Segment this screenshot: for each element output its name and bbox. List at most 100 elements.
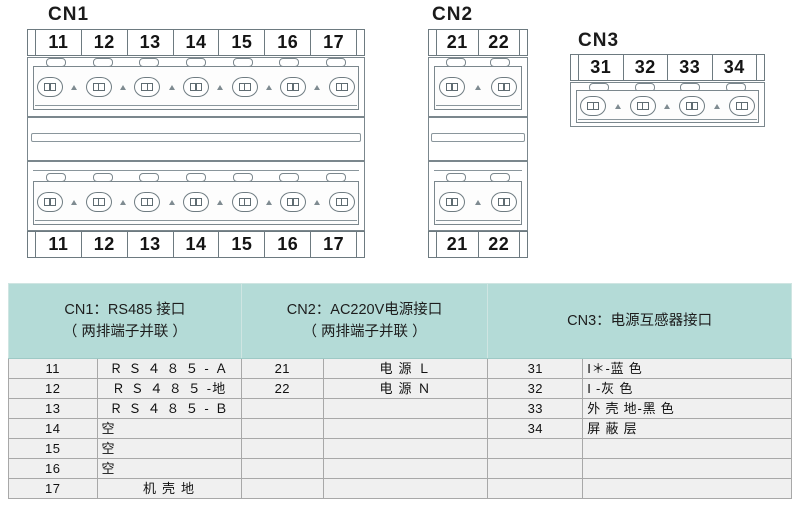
header-cn2-line2: （ 两排端子并联 ） [302,324,427,340]
cn1-lower-wave-rail [35,220,357,221]
terminal-number-11: 11 [36,232,82,257]
header-cn1-line1: CN1：RS485 接口 [64,301,186,318]
polarity-marker-icon [71,199,78,205]
screw-slot-icon [498,83,510,91]
connector-title-cn2: CN2 [432,4,474,25]
cell-empty [240,438,324,459]
polarity-marker-icon [168,84,175,90]
screw-terminal-icon [580,96,607,116]
cell-terminal-number: 21 [240,358,324,379]
cell-terminal-number: 31 [487,358,584,379]
cell-empty [582,458,792,479]
polarity-marker-icon [217,84,224,90]
cell-terminal-function: I＊-蓝 色 [582,358,792,379]
screw-slot-icon [498,198,510,206]
cn2-upper-screws [434,72,522,102]
screw-slot-icon [446,198,458,206]
connector-title-cn1: CN1 [48,4,90,25]
connector-title-cn3: CN3 [578,30,620,51]
terminal-number-15: 15 [219,30,266,55]
screw-terminal-icon [439,192,465,212]
terminal-number-14: 14 [174,30,220,55]
cell-terminal-number: 33 [487,398,584,419]
terminal-number-13: 13 [128,232,174,257]
cell-terminal-function: 机 壳 地 [96,478,242,499]
cell-empty [240,458,324,479]
screw-slot-icon [141,198,154,206]
terminal-number-14: 14 [174,232,220,257]
terminal-number-22: 22 [488,234,510,254]
screw-slot-icon [92,83,105,91]
screw-slot-icon [287,198,300,206]
screw-slot-icon [587,102,600,110]
cell-terminal-function: 空 [96,438,242,459]
screw-terminal-icon [134,77,161,97]
cn2-terminal-numbers-bottom: 21 22 [428,231,528,258]
cell-terminal-function: Ｒ Ｓ ４ ８ ５ -地 [96,378,242,399]
screw-slot-icon [335,83,348,91]
cell-terminal-number: 32 [487,378,584,399]
screw-terminal-icon [182,77,209,97]
terminal-number-33: 33 [668,55,713,80]
cell-empty [322,438,489,459]
terminal-number-16: 16 [265,232,312,257]
screw-slot-icon [189,83,202,91]
cell-empty [322,398,489,419]
screw-terminal-icon [280,77,307,97]
cell-empty [322,478,489,499]
cell-terminal-number: 11 [8,358,98,379]
cell-terminal-function: 电 源 Ｎ [322,378,489,399]
cn2-upper-wave-rail [436,105,520,106]
cn3-screws [576,93,759,119]
polarity-marker-icon [314,84,321,90]
terminal-number-21: 21 [437,232,479,257]
cn1-upper-wave-rail [35,105,357,106]
screw-terminal-icon [328,192,355,212]
screw-terminal-icon [85,192,112,212]
header-cn2-line1: CN2：AC220V电源接口 [286,301,443,318]
cell-empty [582,478,792,499]
polarity-marker-icon [664,103,671,109]
cn1-lower-screws [33,187,359,217]
cell-terminal-number: 15 [8,438,98,459]
cell-terminal-number: 14 [8,418,98,439]
polarity-marker-icon [475,84,481,90]
screw-terminal-icon [231,192,258,212]
cell-terminal-number: 22 [240,378,324,399]
screw-terminal-icon [328,77,355,97]
terminal-number-17: 17 [323,32,345,52]
polarity-marker-icon [120,199,127,205]
terminal-number-17: 17 [323,234,345,254]
polarity-marker-icon [71,84,78,90]
polarity-marker-icon [168,199,175,205]
screw-terminal-icon [85,77,112,97]
terminal-number-16: 16 [265,30,312,55]
cell-empty [240,478,324,499]
header-group-cn3: CN3：电源互感器接口 [487,283,792,359]
cell-terminal-number: 13 [8,398,98,419]
screw-terminal-icon [491,192,517,212]
screw-slot-icon [238,83,251,91]
screw-slot-icon [189,198,202,206]
terminal-number-15: 15 [219,232,266,257]
terminal-number-12: 12 [82,232,128,257]
screw-terminal-icon [491,77,517,97]
cell-empty [240,418,324,439]
cell-empty [240,398,324,419]
screw-terminal-icon [439,77,465,97]
cell-terminal-function: I -灰 色 [582,378,792,399]
terminal-number-32: 32 [624,55,668,80]
header-cn3-line1: CN3：电源互感器接口 [567,312,713,329]
screw-terminal-icon [182,192,209,212]
cell-empty [322,418,489,439]
screw-terminal-icon [37,77,64,97]
terminal-number-34: 34 [723,57,745,77]
screw-terminal-icon [280,192,307,212]
